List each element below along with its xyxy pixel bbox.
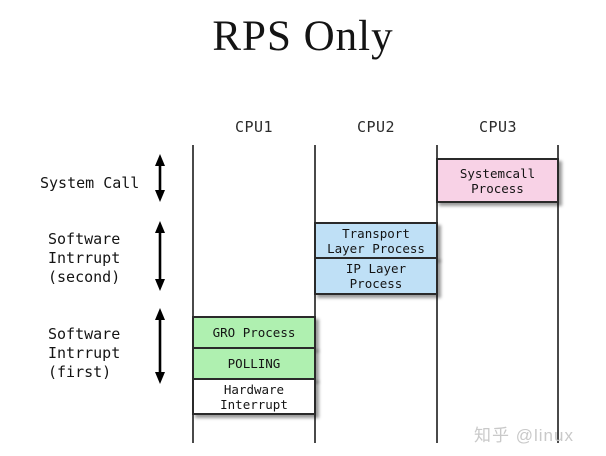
cpu3-right-timeline-line xyxy=(557,145,559,443)
watermark: 知乎 @linux xyxy=(474,426,574,445)
row-label-software-interrupt-second: Software Intrrupt (second) xyxy=(48,230,121,286)
process-box-systemcall: Systemcall Process xyxy=(436,158,559,203)
process-box-ip-layer: IP Layer Process xyxy=(314,257,438,295)
cpu1-column-label: CPU1 xyxy=(234,118,274,136)
process-box-hardware-interrupt: Hardware Interrupt xyxy=(192,378,316,415)
row-label-software-interrupt-first: Software Intrrupt (first) xyxy=(48,325,121,381)
process-box-transport-layer: Transport Layer Process xyxy=(314,222,438,259)
cpu2-column-label: CPU2 xyxy=(356,118,396,136)
cpu1-left-timeline-line xyxy=(192,145,194,443)
process-box-polling: POLLING xyxy=(192,347,316,380)
cpu3-column-label: CPU3 xyxy=(478,118,518,136)
system-call-double-arrow-icon xyxy=(155,154,165,202)
process-box-gro: GRO Process xyxy=(192,316,316,349)
row-label-system-call: System Call xyxy=(40,174,140,192)
software-interrupt-first-double-arrow-icon xyxy=(155,308,165,384)
diagram-title: RPS Only xyxy=(212,13,394,60)
software-interrupt-second-double-arrow-icon xyxy=(155,221,165,291)
